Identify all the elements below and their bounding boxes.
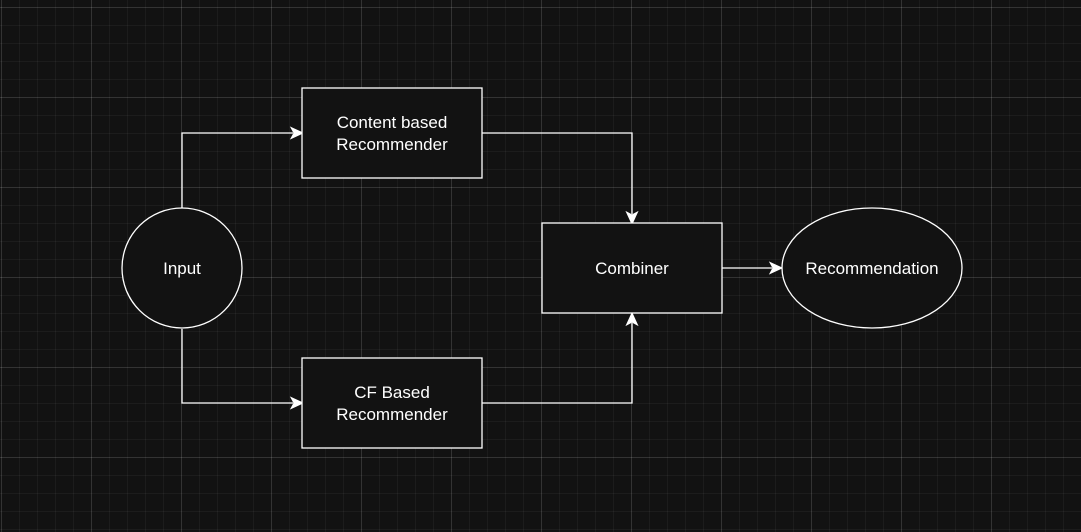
node-combiner[interactable]: Combiner [541,222,723,314]
edge-combiner-to-recommendation[interactable] [722,261,784,275]
arrowhead-icon [289,126,305,140]
arrowhead-icon [768,261,784,275]
node-recommendation[interactable]: Recommendation [781,207,963,329]
input-label: Input [163,259,201,278]
arrowhead-icon [625,311,639,327]
content-based-label-line1: Content based [337,113,448,132]
edge-input-to-cf[interactable] [181,329,305,410]
connector-line [181,329,293,404]
edge-cf-to-combiner[interactable] [482,311,639,404]
cf-based-box [301,357,483,449]
combiner-label: Combiner [595,259,669,278]
content-based-label-line2: Recommender [336,135,448,154]
edge-content-to-combiner[interactable] [482,132,639,226]
arrowhead-icon [625,210,639,226]
edge-input-to-content[interactable] [181,126,305,210]
connector-line [181,132,293,209]
recommendation-label: Recommendation [805,259,938,278]
cf-based-label-line2: Recommender [336,405,448,424]
connector-line [482,323,633,404]
cf-based-label-line1: CF Based [354,383,430,402]
node-cf-based-recommender[interactable]: CF Based Recommender [301,357,483,449]
combiner-box [541,222,723,314]
node-input[interactable]: Input [121,207,243,329]
recommendation-ellipse [781,207,963,329]
connector-line [482,132,633,214]
input-circle [121,207,243,329]
arrowhead-icon [289,396,305,410]
node-content-based-recommender[interactable]: Content based Recommender [301,87,483,179]
content-based-box [301,87,483,179]
